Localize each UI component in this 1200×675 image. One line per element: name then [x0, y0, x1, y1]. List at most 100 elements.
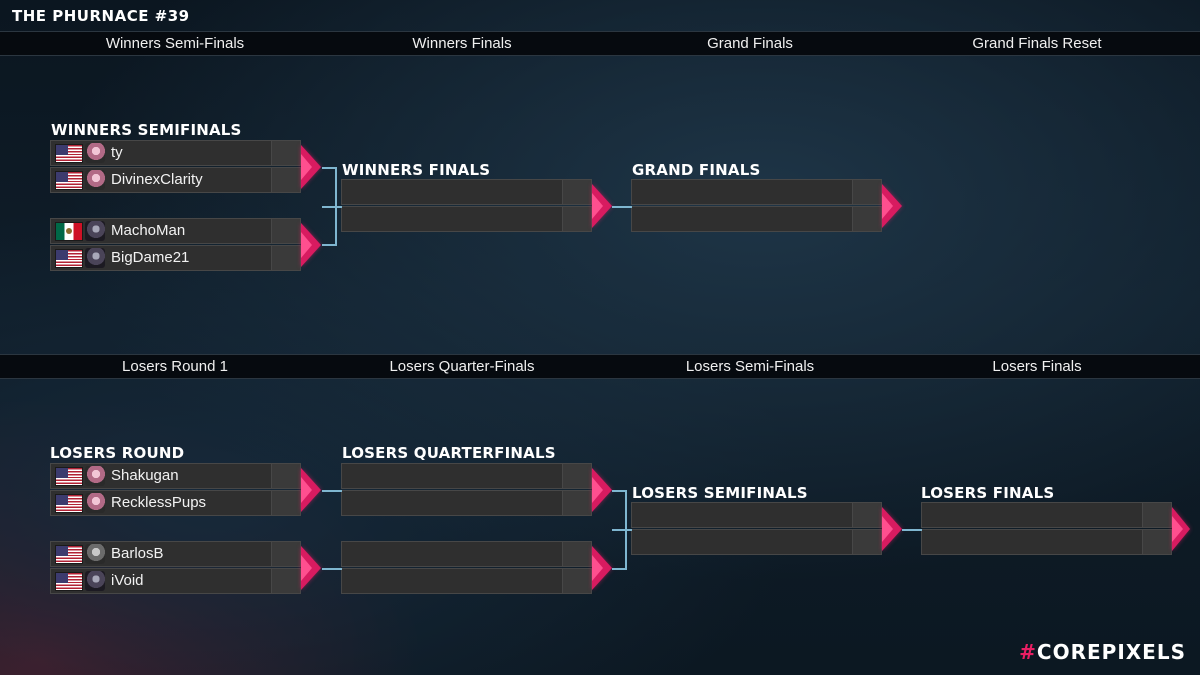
match-losers-quarterfinal-1[interactable]	[341, 463, 613, 517]
us-flag-icon	[55, 545, 83, 564]
score-box	[272, 463, 301, 489]
advance-arrow-highlight	[882, 193, 893, 219]
character-avatar-icon	[85, 221, 105, 241]
bracket-connector	[612, 529, 632, 531]
player-slot[interactable]: BigDame21	[50, 245, 272, 271]
us-flag-icon	[55, 572, 83, 591]
player-slot-empty[interactable]	[341, 463, 563, 489]
bracket-connector	[322, 568, 342, 570]
character-avatar-icon	[85, 493, 105, 513]
player-slot-empty[interactable]	[631, 206, 853, 232]
score-box	[272, 490, 301, 516]
round-label-winners-semifinals: Winners Semi-Finals	[105, 35, 245, 52]
player-slot[interactable]: RecklessPups	[50, 490, 272, 516]
match-winners-semifinal-1[interactable]: ty DivinexClarity	[50, 140, 322, 194]
player-slot[interactable]: ty	[50, 140, 272, 166]
round-label-losers-round-1: Losers Round 1	[122, 358, 228, 375]
character-avatar-icon	[85, 170, 105, 190]
score-box	[563, 568, 592, 594]
player-slot-empty[interactable]	[631, 529, 853, 555]
match-losers-round-1[interactable]: Shakugan RecklessPups	[50, 463, 322, 517]
bracket-connector	[322, 244, 336, 246]
score-box	[563, 179, 592, 205]
player-name: RecklessPups	[111, 494, 207, 511]
score-box	[853, 179, 882, 205]
score-box	[563, 541, 592, 567]
advance-arrow-highlight	[882, 516, 893, 542]
advance-arrow-highlight	[301, 154, 312, 180]
player-slot-empty[interactable]	[341, 541, 563, 567]
match-losers-quarterfinal-2[interactable]	[341, 541, 613, 595]
character-avatar-icon	[85, 248, 105, 268]
round-label-winners-finals: Winners Finals	[412, 35, 512, 52]
score-box	[1143, 502, 1172, 528]
player-slot[interactable]: MachoMan	[50, 218, 272, 244]
score-box	[563, 206, 592, 232]
player-slot-empty[interactable]	[921, 502, 1143, 528]
score-box	[563, 490, 592, 516]
player-slot-empty[interactable]	[341, 179, 563, 205]
match-winners-semifinal-2[interactable]: MachoMan BigDame21	[50, 218, 322, 272]
score-box	[853, 502, 882, 528]
round-label-losers-quarterfinals: Losers Quarter-Finals	[389, 358, 535, 375]
brand-hashtag: #COREPIXELS	[1019, 640, 1186, 664]
player-slot-empty[interactable]	[341, 490, 563, 516]
us-flag-icon	[55, 249, 83, 268]
match-losers-finals[interactable]	[921, 502, 1193, 556]
score-box	[563, 463, 592, 489]
player-slot[interactable]: Shakugan	[50, 463, 272, 489]
score-box	[272, 218, 301, 244]
advance-arrow-highlight	[1172, 516, 1183, 542]
section-label-losers-quarterfinals: LOSERS QUARTERFINALS	[342, 444, 556, 462]
player-name: BigDame21	[111, 249, 190, 266]
character-avatar-icon	[85, 571, 105, 591]
match-losers-semifinals[interactable]	[631, 502, 903, 556]
mexico-flag-icon	[55, 222, 83, 241]
round-label-losers-finals: Losers Finals	[992, 358, 1082, 375]
event-title: THE PHURNACE #39	[12, 7, 190, 25]
player-slot[interactable]: iVoid	[50, 568, 272, 594]
match-losers-round-2[interactable]: BarlosB iVoid	[50, 541, 322, 595]
score-box	[272, 245, 301, 271]
player-slot-empty[interactable]	[341, 206, 563, 232]
player-slot-empty[interactable]	[921, 529, 1143, 555]
us-flag-icon	[55, 467, 83, 486]
brand-name: COREPIXELS	[1036, 640, 1186, 664]
advance-arrow-highlight	[301, 555, 312, 581]
section-label-grand-finals: GRAND FINALS	[632, 161, 761, 179]
score-box	[853, 529, 882, 555]
score-box	[272, 167, 301, 193]
player-slot-empty[interactable]	[631, 502, 853, 528]
match-winners-finals[interactable]	[341, 179, 613, 233]
bracket-connector	[612, 206, 632, 208]
player-name: BarlosB	[111, 545, 164, 562]
player-name: Shakugan	[111, 467, 179, 484]
score-box	[853, 206, 882, 232]
bracket-connector	[322, 167, 336, 169]
round-label-grand-finals-reset: Grand Finals Reset	[972, 35, 1102, 52]
bracket-connector	[612, 568, 626, 570]
player-slot[interactable]: DivinexClarity	[50, 167, 272, 193]
score-box	[272, 541, 301, 567]
section-label-losers-finals: LOSERS FINALS	[921, 484, 1055, 502]
character-avatar-icon	[85, 143, 105, 163]
match-grand-finals[interactable]	[631, 179, 903, 233]
us-flag-icon	[55, 494, 83, 513]
advance-arrow-highlight	[592, 477, 603, 503]
score-box	[272, 140, 301, 166]
advance-arrow-highlight	[301, 232, 312, 258]
score-box	[272, 568, 301, 594]
us-flag-icon	[55, 171, 83, 190]
player-slot[interactable]: BarlosB	[50, 541, 272, 567]
character-avatar-icon	[85, 544, 105, 564]
player-slot-empty[interactable]	[341, 568, 563, 594]
round-label-grand-finals: Grand Finals	[707, 35, 793, 52]
section-label-winners-semifinals: WINNERS SEMIFINALS	[51, 121, 242, 139]
section-label-losers-round: LOSERS ROUND	[50, 444, 185, 462]
player-slot-empty[interactable]	[631, 179, 853, 205]
section-label-losers-semifinals: LOSERS SEMIFINALS	[632, 484, 808, 502]
advance-arrow-highlight	[592, 193, 603, 219]
player-name: iVoid	[111, 572, 144, 589]
player-name: DivinexClarity	[111, 171, 203, 188]
